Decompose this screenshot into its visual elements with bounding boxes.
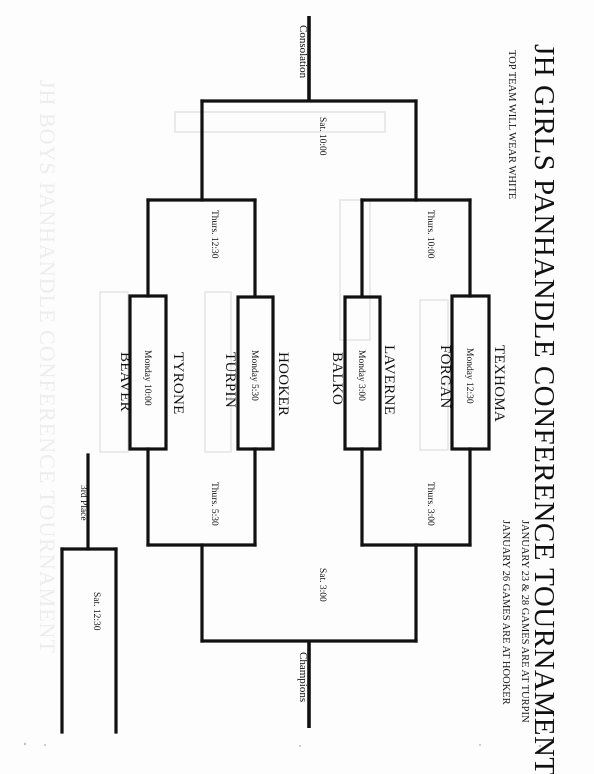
team-name: LAVERNE	[381, 345, 397, 415]
game-time: Monday 5:30	[249, 350, 259, 401]
team-name: HOOKER	[275, 352, 291, 416]
team-name: BALKO	[329, 352, 345, 405]
consolation-time: Sat. 10:00	[317, 117, 327, 156]
game-time: Monday 10:00	[142, 350, 152, 406]
winners-bracket-lines	[146, 447, 472, 728]
third-place-lines	[60, 453, 118, 734]
dates-note-2: JANUARY 26 GAMES ARE AT HOOKER	[500, 520, 511, 705]
ghost-text: JH BOYS PANHANDLE CONFERENCE TOURNAMENT	[35, 80, 60, 654]
team-name: TYRONE	[170, 352, 186, 415]
team-name: TURPIN	[222, 352, 238, 408]
top-team-note: TOP TEAM WILL WEAR WHITE	[506, 50, 517, 199]
consolation-label: Consolation	[297, 25, 309, 79]
losers-bracket-lines	[146, 16, 472, 298]
game-time: Monday 12:30	[464, 348, 474, 404]
champions-label: Champions	[297, 652, 309, 702]
third-place-time: Sat. 12:30	[91, 592, 101, 631]
bleed-through: JH BOYS PANHANDLE CONFERENCE TOURNAMENT	[35, 80, 449, 654]
page-title: JH GIRLS PANHANDLE CONFERENCE TOURNAMENT	[528, 44, 560, 774]
scan-specks	[23, 742, 542, 748]
semifinal-time: Thurs. 10:00	[425, 210, 435, 259]
team-name: FORGAN	[437, 345, 453, 408]
third-place-label: 3rd Place	[78, 485, 88, 521]
champions-time: Sat. 3:00	[317, 568, 327, 602]
team-name: TEXHOMA	[491, 345, 507, 422]
semifinal-time: Thurs. 3:00	[425, 482, 435, 526]
semifinal-time: Thurs. 12:30	[209, 210, 219, 259]
dates-note-1: JANUARY 23 & 28 GAMES ARE AT TURPIN	[519, 520, 530, 723]
team-name: BEAVER	[117, 352, 133, 412]
semifinal-time: Thurs. 5:30	[209, 482, 219, 526]
game-time: Monday 3:00	[356, 350, 366, 401]
